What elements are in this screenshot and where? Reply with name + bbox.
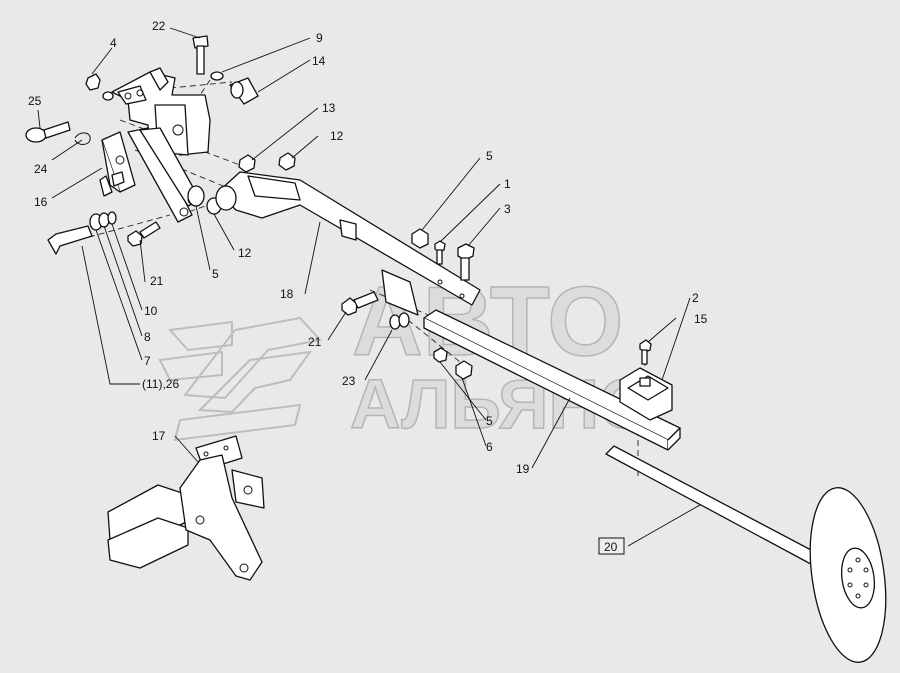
callout-21-mid: 21 xyxy=(308,335,322,349)
callout-labels: 22 4 9 14 25 24 16 13 12 12 5 5 1 3 2 15… xyxy=(28,19,708,555)
drawbar-18 xyxy=(215,171,481,316)
callout-6: 6 xyxy=(486,440,493,454)
nut-12-top xyxy=(278,152,296,171)
callout-18: 18 xyxy=(280,287,294,301)
callout-20-box xyxy=(598,537,625,555)
washer-stack xyxy=(89,211,117,231)
bolt-21-mid xyxy=(341,291,379,316)
callout-24: 24 xyxy=(34,162,48,176)
callout-14: 14 xyxy=(312,54,326,68)
callout-23: 23 xyxy=(342,374,356,388)
clip-24 xyxy=(74,132,91,145)
callout-5-left: 5 xyxy=(212,267,219,281)
callout-19: 19 xyxy=(516,462,530,476)
top-bracket-assembly xyxy=(99,67,211,223)
bolt-1 xyxy=(434,240,446,265)
washer-9 xyxy=(210,71,224,81)
callout-4: 4 xyxy=(110,36,117,50)
leader-lines xyxy=(37,27,701,547)
washers-23 xyxy=(389,312,410,330)
callout-16: 16 xyxy=(34,195,48,209)
callout-21-left: 21 xyxy=(150,274,164,288)
callout-9: 9 xyxy=(316,31,323,45)
nut-5-bottom xyxy=(433,347,448,363)
bolt-2 xyxy=(639,339,652,365)
watermark-logo xyxy=(158,316,322,442)
callout-7: 7 xyxy=(144,354,151,368)
stud-14 xyxy=(229,77,259,105)
clamp-15 xyxy=(619,367,673,421)
nut-6 xyxy=(455,360,473,380)
callout-13: 13 xyxy=(322,101,336,115)
callout-8: 8 xyxy=(144,330,151,344)
bolt-22 xyxy=(192,35,209,75)
callout-17: 17 xyxy=(152,429,166,443)
pin-25 xyxy=(25,121,71,143)
callout-15: 15 xyxy=(694,312,708,326)
callout-22: 22 xyxy=(152,19,166,33)
nut-13 xyxy=(238,154,256,173)
callout-20: 20 xyxy=(604,540,618,554)
callout-25: 25 xyxy=(28,94,42,108)
callout-5-top: 5 xyxy=(486,149,493,163)
bar-19 xyxy=(423,309,681,451)
callout-5-bottom: 5 xyxy=(486,414,493,428)
callout-3: 3 xyxy=(504,202,511,216)
disc-20 xyxy=(605,445,887,663)
bolt-3 xyxy=(457,243,475,281)
nut-4 xyxy=(85,73,114,101)
nut-5-top xyxy=(411,228,429,249)
callout-2: 2 xyxy=(692,291,699,305)
bolt-21-left xyxy=(127,221,161,247)
callout-1: 1 xyxy=(504,177,511,191)
callout-11-26: (11),26 xyxy=(142,377,179,391)
bracket-17 xyxy=(107,435,265,581)
callout-12-bottom: 12 xyxy=(238,246,252,260)
callout-10: 10 xyxy=(144,304,158,318)
pin-26 xyxy=(47,225,93,255)
callout-12-top: 12 xyxy=(330,129,344,143)
